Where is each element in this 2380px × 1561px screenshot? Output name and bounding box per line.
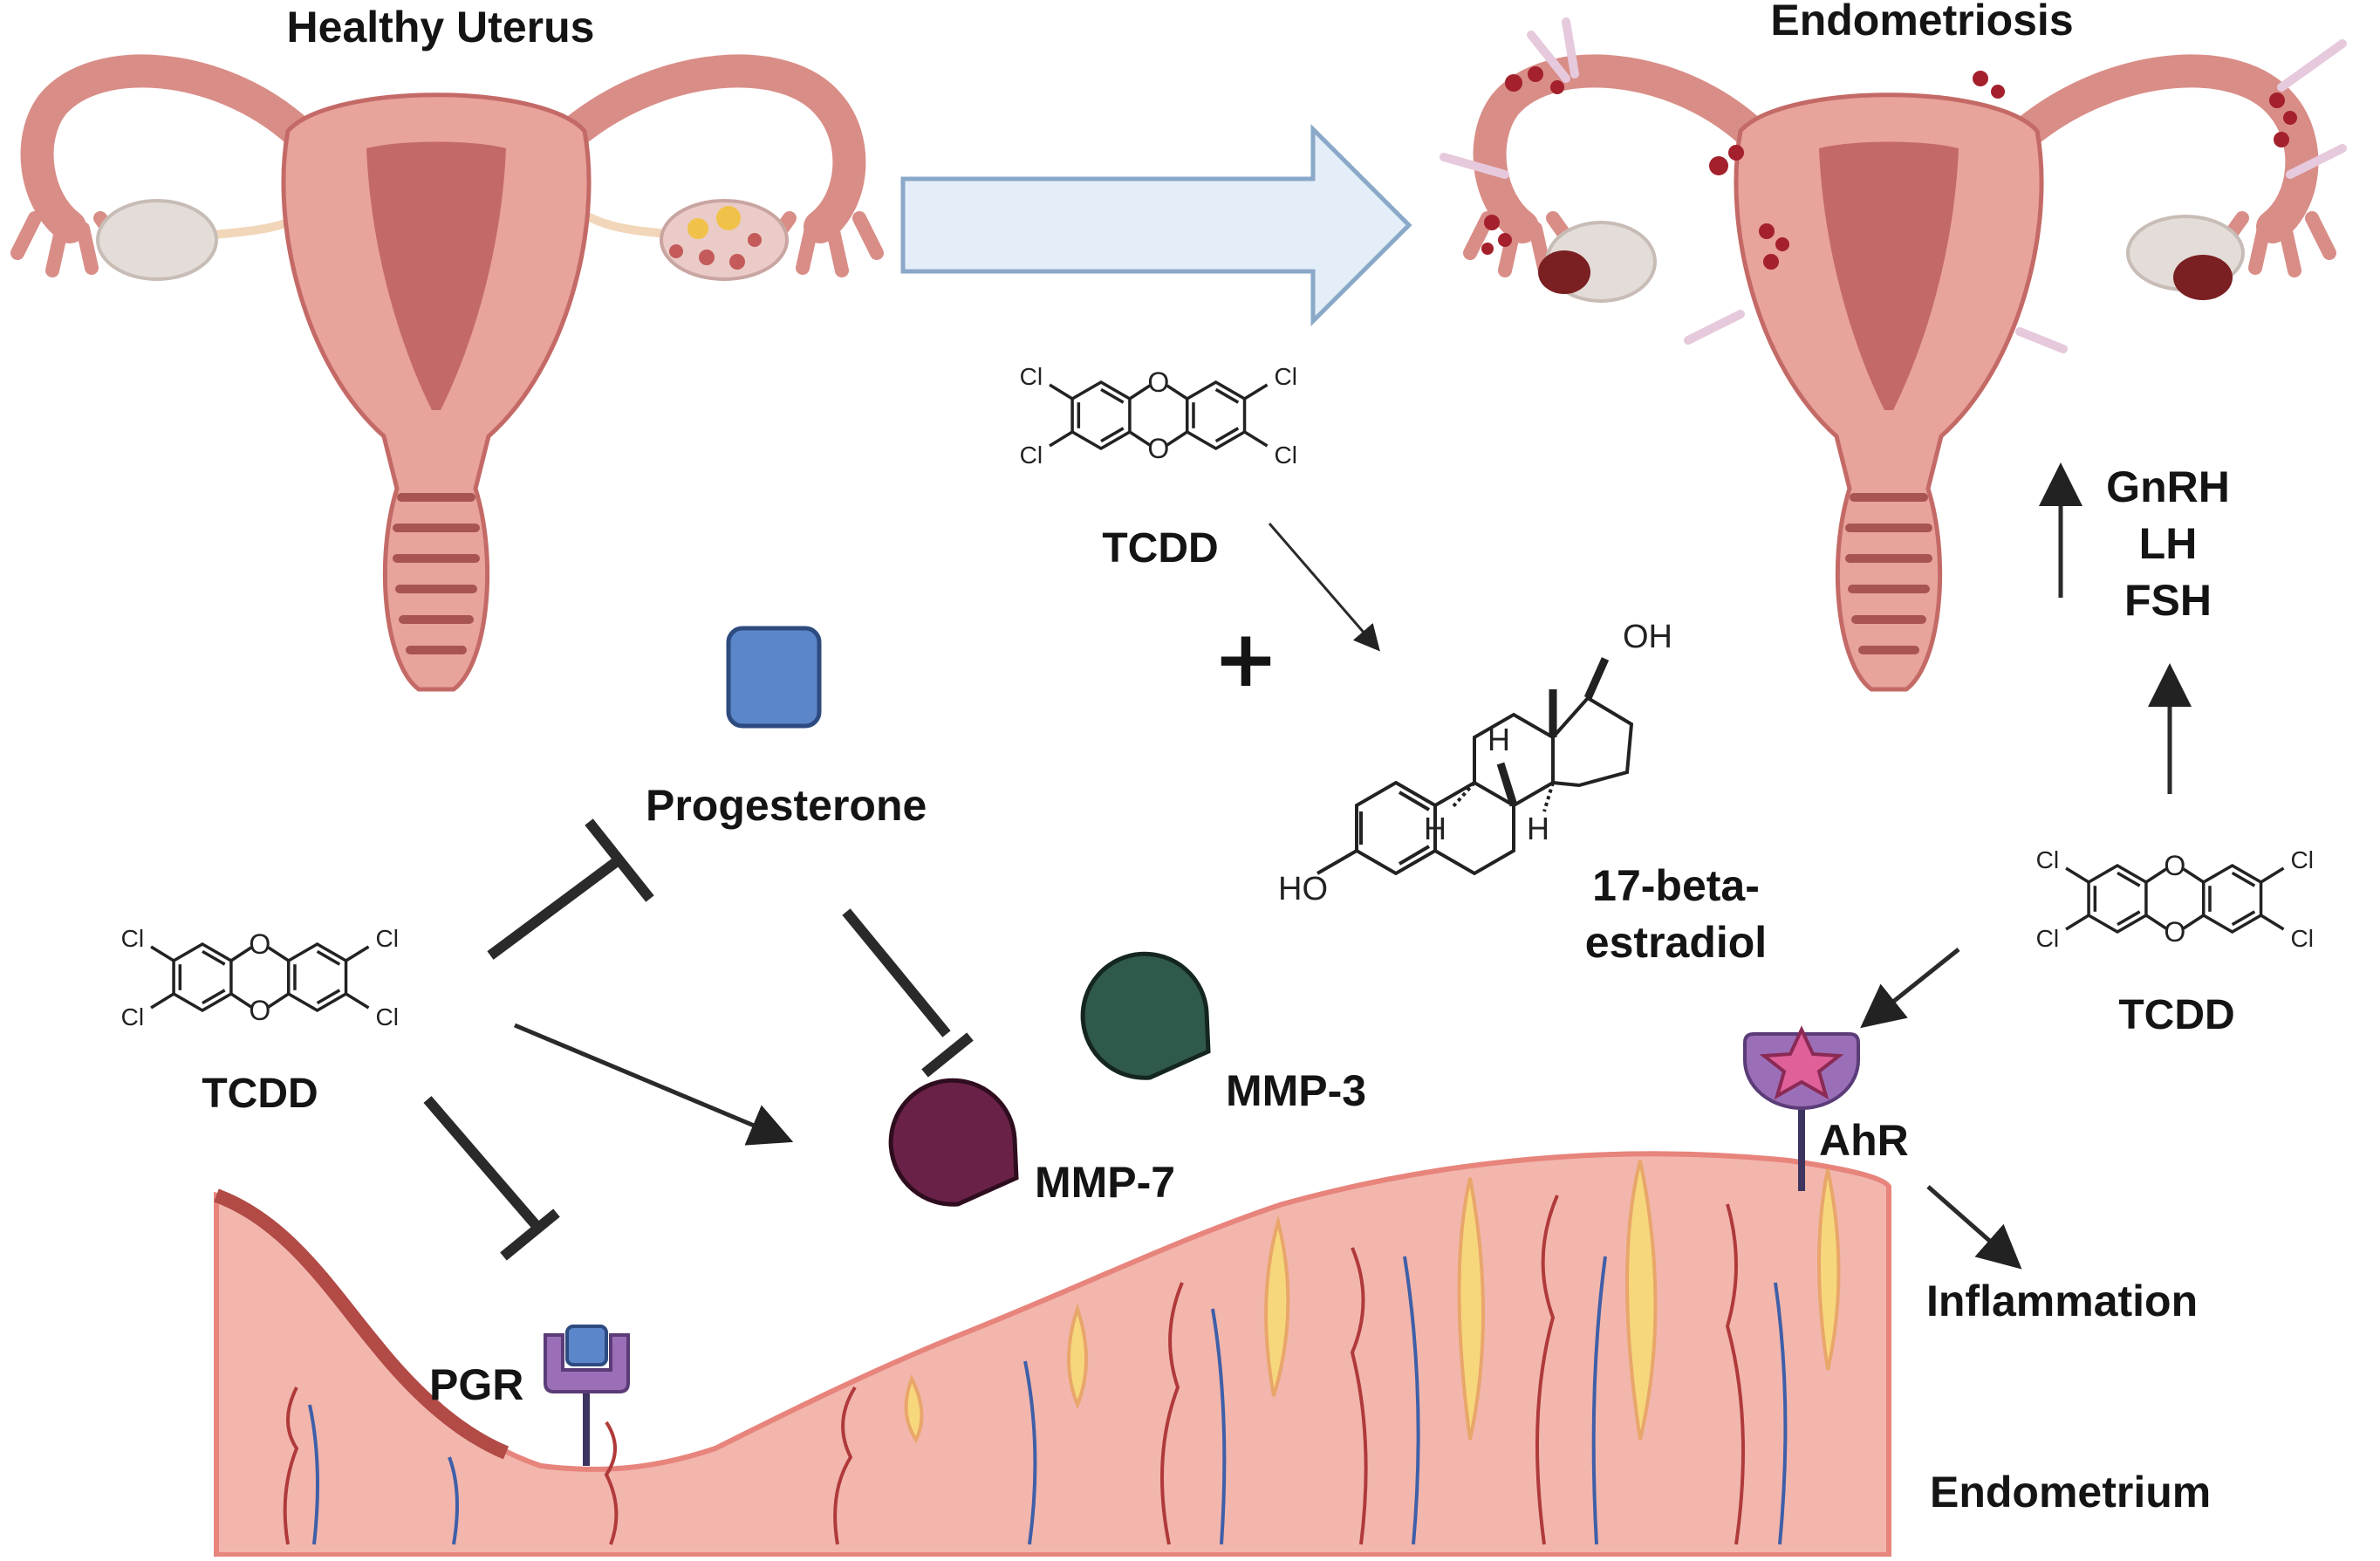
endometriosis-title: Endometriosis	[1770, 0, 2073, 45]
tcdd-oxygen-bottom: O	[249, 995, 270, 1026]
tcdd-oxygen-top: O	[2164, 850, 2185, 881]
tcdd-benzene-ring-left	[172, 941, 233, 1013]
inhibit-pgr-line	[423, 1096, 541, 1229]
tcdd-chlorine-label-4: Cl	[1275, 442, 1297, 469]
tcdd-oxygen-bottom: O	[1147, 433, 1169, 464]
estradiol-h-label-2: H	[1424, 811, 1446, 846]
inflammation-label: Inflammation	[1926, 1277, 2199, 1325]
tcdd-top-label: TCDD	[1102, 525, 1219, 572]
tcdd-left-label: TCDD	[202, 1071, 318, 1117]
ahr-ligand-star-icon	[1759, 1025, 1844, 1100]
tcdd-benzene-ring-right	[286, 941, 348, 1013]
inhibit-progesterone-bar	[585, 818, 654, 902]
progression-arrow	[900, 123, 1412, 327]
tcdd-chlorine-label-4: Cl	[2291, 925, 2314, 952]
tcdd-chlorine-label-3: Cl	[1275, 363, 1297, 390]
tcdd-benzene-ring-left	[1070, 380, 1132, 451]
tcdd-to-ahr-arrow	[1860, 948, 1960, 1029]
tcdd-right-label: TCDD	[2118, 992, 2235, 1038]
mmp3-enzyme-icon	[1080, 951, 1211, 1080]
inhibit-pgr-bar	[500, 1208, 560, 1261]
tcdd-benzene-ring-left	[2087, 863, 2148, 935]
endometrium-tissue	[214, 1151, 1891, 1558]
tcdd-to-mmp-arrow	[514, 1023, 794, 1146]
tcdd-chlorine-label-1: Cl	[2036, 846, 2059, 873]
mmp3-label: MMP-3	[1226, 1066, 1367, 1115]
ahr-receptor	[1743, 1025, 1860, 1191]
hormone-fsh-label: FSH	[2124, 576, 2212, 625]
estradiol-h-label-3: H	[1527, 811, 1549, 846]
hormone-lh-label: LH	[2138, 519, 2198, 568]
inhibit-mmp-line	[842, 908, 951, 1037]
inhibit-mmp-bar	[921, 1032, 974, 1078]
progesterone-label: Progesterone	[646, 781, 927, 830]
estradiol-label-line2: estradiol	[1584, 918, 1768, 967]
tcdd-chlorine-label-2: Cl	[2036, 925, 2059, 952]
endometrium-label: Endometrium	[1930, 1468, 2212, 1516]
pgr-receptor	[544, 1325, 630, 1466]
estradiol-structure	[1316, 657, 1634, 876]
tcdd-to-estradiol-arrow	[1268, 523, 1380, 652]
mmp7-label: MMP-7	[1035, 1158, 1176, 1207]
tcdd-oxygen-bottom: O	[2164, 916, 2185, 948]
tcdd-chlorine-label-2: Cl	[121, 1003, 144, 1030]
estradiol-ho-label: HO	[1278, 871, 1328, 907]
tcdd-chlorine-label-3: Cl	[2291, 846, 2314, 873]
plus-sign: +	[1213, 613, 1278, 705]
tcdd-oxygen-top: O	[249, 928, 270, 960]
estradiol-label-line1: 17-beta-	[1592, 861, 1760, 910]
ahr-label: AhR	[1819, 1116, 1909, 1165]
tcdd-oxygen-top: O	[1147, 366, 1169, 398]
healthy-uterus-title: Healthy Uterus	[287, 3, 595, 51]
estradiol-oh-label: OH	[1623, 619, 1672, 655]
ahr-to-inflammation-arrow	[1926, 1185, 2022, 1270]
pgr-label: PGR	[429, 1360, 524, 1409]
mmp7-enzyme-icon	[888, 1078, 1019, 1207]
tcdd-chlorine-label-3: Cl	[376, 925, 399, 952]
estradiol-h-label-1: H	[1488, 722, 1510, 757]
endometriosis-uterus-illustration	[1440, 17, 2347, 692]
tcdd-benzene-ring-right	[1185, 380, 1247, 451]
tcdd-benzene-ring-right	[2201, 863, 2263, 935]
hormone-gnrh-label: GnRH	[2106, 462, 2230, 511]
progesterone-icon	[726, 626, 822, 729]
tcdd-chlorine-label-2: Cl	[1020, 442, 1043, 469]
tcdd-chlorine-label-1: Cl	[121, 925, 144, 952]
inhibit-progesterone-line	[487, 855, 623, 960]
tcdd-chlorine-label-1: Cl	[1020, 363, 1043, 390]
healthy-uterus-illustration	[10, 54, 884, 692]
tcdd-chlorine-label-4: Cl	[376, 1003, 399, 1030]
